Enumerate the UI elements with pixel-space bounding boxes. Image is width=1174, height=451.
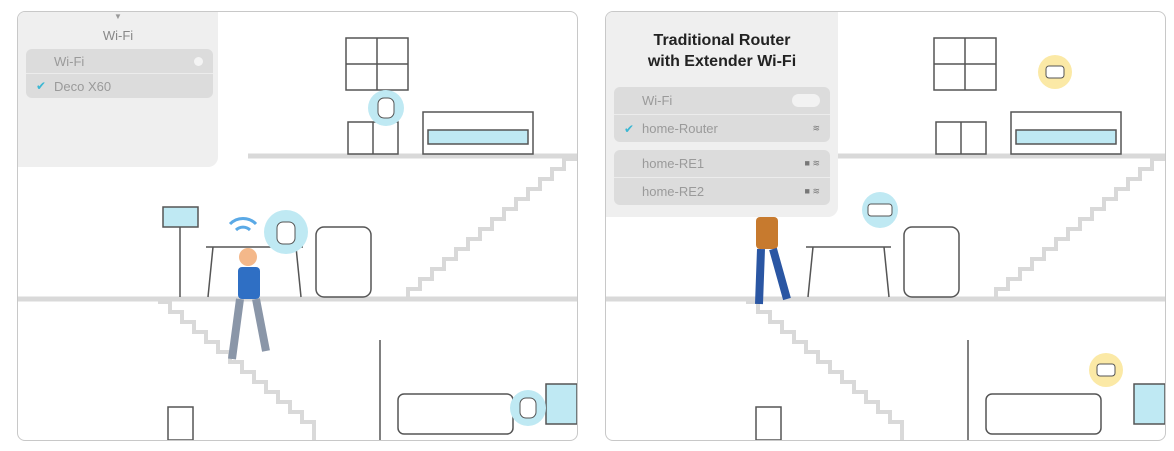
title-line: with Extender Wi-Fi	[647, 53, 797, 70]
wifi-toggle-row[interactable]: Wi-Fi	[26, 49, 213, 74]
floor-lamp-screen	[162, 206, 199, 228]
network-home-re2[interactable]: home-RE2 ■ ≋	[614, 178, 830, 205]
wifi-settings-panel: Traditional Router with Extender Wi-Fi W…	[606, 12, 838, 217]
row-label: Wi-Fi	[54, 53, 85, 69]
wifi-settings-panel: ▼ Wi-Fi Wi-Fi ✔ Deco X60	[18, 12, 218, 167]
network-list: Wi-Fi ✔ Deco X60	[26, 49, 213, 98]
deco-mesh-scene: ▼ Wi-Fi Wi-Fi ✔ Deco X60	[17, 11, 578, 441]
armchair	[315, 226, 372, 298]
staircase-lower	[158, 300, 316, 440]
house-illustration	[18, 37, 577, 440]
menu-title: Wi-Fi	[102, 28, 134, 43]
row-label: home-RE1	[642, 156, 705, 171]
bed	[422, 111, 534, 155]
row-label: Wi-Fi	[642, 93, 673, 108]
row-label: home-Router	[642, 121, 718, 136]
staircase-upper	[158, 157, 577, 440]
wifi-toggle[interactable]	[792, 94, 820, 107]
network-deco-x60[interactable]: ✔ Deco X60	[26, 74, 213, 98]
network-group-extenders: home-RE1 ■ ≋ home-RE2 ■ ≋	[614, 150, 830, 205]
lock-wifi-icon: ■ ≋	[804, 186, 820, 196]
lock-wifi-icon: ■ ≋	[804, 158, 820, 168]
wifi-status-icon: ▼	[114, 12, 122, 21]
check-icon: ✔	[36, 79, 47, 93]
panel-title: Traditional Router with Extender Wi-Fi	[606, 30, 838, 72]
router-extender-scene: Traditional Router with Extender Wi-Fi W…	[605, 11, 1166, 441]
person-with-phone	[228, 217, 270, 360]
router-and-extenders	[862, 55, 1123, 387]
title-line: Traditional Router	[653, 32, 791, 49]
house-illustration	[606, 37, 1165, 440]
sofa	[397, 393, 514, 435]
deco-units	[264, 90, 546, 426]
cabinet	[167, 406, 194, 440]
network-home-re1[interactable]: home-RE1 ■ ≋	[614, 150, 830, 178]
toggle-dot-icon[interactable]	[194, 56, 203, 66]
check-icon: ✔	[624, 121, 635, 136]
network-group-router: Wi-Fi ✔ home-Router ≋	[614, 87, 830, 142]
wifi-icon: ≋	[812, 123, 820, 133]
row-label: Deco X60	[54, 78, 112, 94]
tv	[545, 383, 577, 425]
network-home-router[interactable]: ✔ home-Router ≋	[614, 115, 830, 142]
row-label: home-RE2	[642, 184, 705, 199]
wifi-toggle-row[interactable]: Wi-Fi	[614, 87, 830, 115]
